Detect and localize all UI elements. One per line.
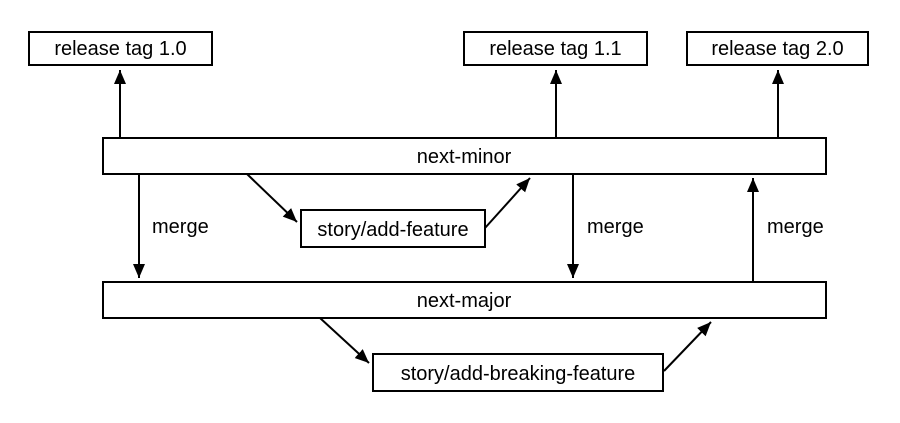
- release-tag-2-0-label: release tag 2.0: [711, 38, 843, 60]
- node-release-tag-1-1: [463, 31, 648, 66]
- story-add-feature-label: story/add-feature: [317, 219, 468, 241]
- release-tag-1-1-label: release tag 1.1: [489, 38, 621, 60]
- node-release-tag-2-0: [686, 31, 869, 66]
- merge-label-left: merge: [152, 216, 209, 238]
- node-release-tag-1-0: [28, 31, 213, 66]
- arrow-story-feature-to-minor: [484, 177, 531, 229]
- node-story-add-breaking-feature: [372, 353, 664, 392]
- branch-next-minor-label: next-minor: [417, 146, 512, 168]
- arrow-minor-to-story-feature: [246, 173, 298, 223]
- release-tag-1-0-label: release tag 1.0: [54, 38, 186, 60]
- story-add-breaking-feature-label: story/add-breaking-feature: [401, 363, 636, 385]
- node-branch-next-major: [102, 281, 827, 319]
- node-branch-next-minor: [102, 137, 827, 175]
- node-story-add-feature: [300, 209, 486, 248]
- merge-label-right: merge: [767, 216, 824, 238]
- branch-next-major-label: next-major: [417, 290, 512, 312]
- arrow-major-to-story-breaking: [319, 317, 370, 364]
- arrow-story-breaking-to-major: [663, 321, 712, 372]
- merge-label-middle: merge: [587, 216, 644, 238]
